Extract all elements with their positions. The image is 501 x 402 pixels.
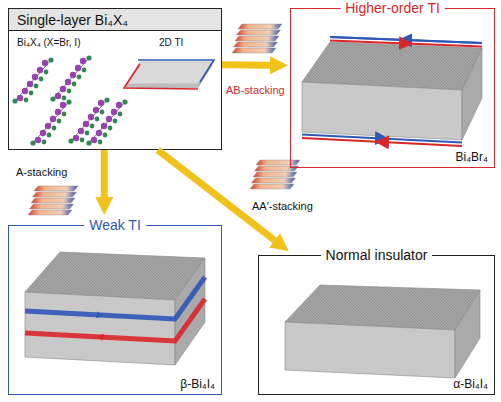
molecule-chain [50, 55, 91, 101]
panel-title: Single-layer Bi₄X₄ [9, 9, 221, 31]
hinge-state [302, 138, 462, 146]
crystal-top [25, 252, 205, 300]
stacking-label: AB-stacking [226, 84, 285, 96]
crystal-block [285, 285, 480, 378]
material-label: α-Bi₄I₄ [453, 377, 488, 391]
stacking-arrow [158, 150, 275, 240]
panel-title: Weak TI [84, 215, 146, 235]
stacking-arrow [222, 61, 270, 69]
crystal-top [302, 42, 482, 90]
source-panel: Single-layer Bi₄X₄ Bi₄X₄ (X=Br, I) 2D TI [8, 8, 222, 150]
monolayer-plate [124, 60, 214, 89]
phase-label: 2D TI [159, 37, 183, 48]
crystal-front [25, 292, 175, 365]
molecule-chain [86, 99, 127, 145]
stacking-icon [28, 186, 78, 215]
panel-title: Normal insulator [321, 245, 433, 265]
material-label: β-Bi₄I₄ [180, 377, 215, 391]
formula-label: Bi₄X₄ (X=Br, I) [17, 37, 80, 48]
hinge-state [330, 41, 482, 47]
molecule-chain [12, 57, 53, 103]
panel-title: Higher-order TI [340, 0, 445, 18]
surface-state [25, 277, 205, 319]
crystal-front [302, 82, 462, 140]
crystal-block [302, 37, 482, 146]
edge-state [138, 60, 214, 82]
crystal-front [285, 322, 455, 378]
surface-state [25, 299, 205, 341]
crystal-block [25, 252, 205, 365]
stacking-icon [232, 24, 282, 53]
material-label: Bi₄Br₄ [456, 150, 488, 164]
surface-arrow [60, 335, 140, 339]
molecule-chains [12, 55, 127, 145]
molecule-chain [30, 99, 71, 145]
edge-state [124, 64, 198, 89]
stacking-label: A-stacking [16, 166, 67, 178]
stacking-label: AA′-stacking [252, 200, 313, 212]
phase-panel: Normal insulatorα-Bi₄I₄ [258, 255, 495, 395]
stacking-icon [250, 160, 300, 189]
phase-panel: Weak TIβ-Bi₄I₄ [8, 225, 222, 395]
stacking-arrow [101, 150, 108, 197]
surface-arrow [60, 313, 140, 317]
crystal-side [462, 48, 482, 140]
phase-panel: Higher-order TIBi₄Br₄ [290, 8, 495, 168]
crystal-side [455, 290, 480, 378]
